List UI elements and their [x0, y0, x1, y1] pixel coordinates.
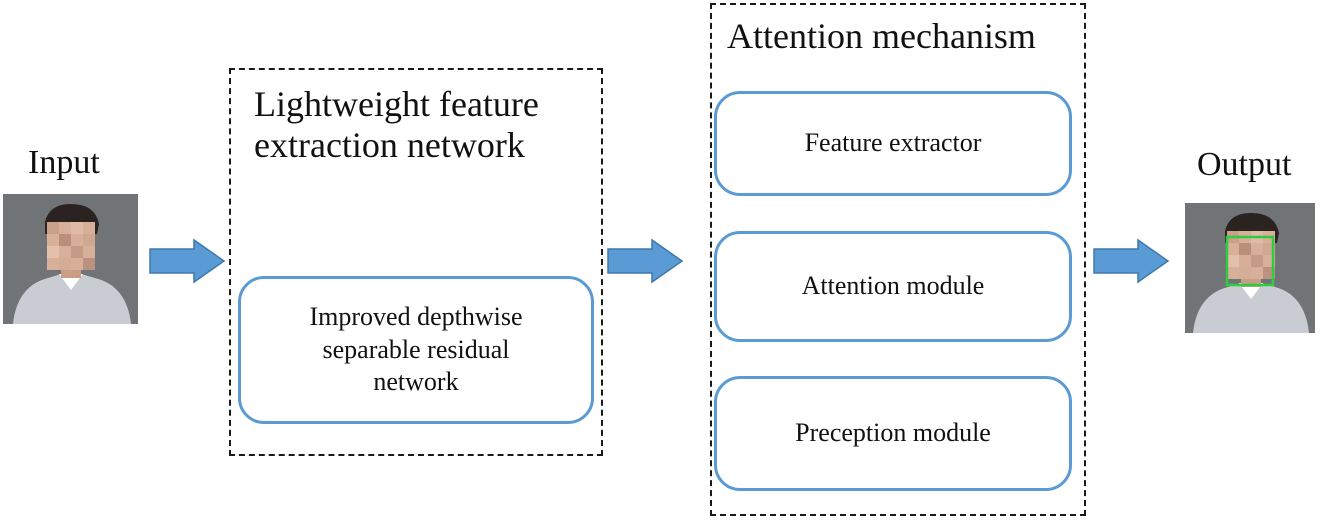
arrow-right-icon — [1092, 238, 1170, 284]
output-face-image — [1185, 203, 1315, 333]
attention-mechanism-title: Attention mechanism — [727, 16, 1036, 56]
input-label: Input — [28, 144, 100, 181]
attention-module: Attention module — [714, 231, 1072, 342]
arrow-right-icon — [148, 238, 226, 284]
feature-extraction-group — [229, 68, 603, 456]
feature-extractor-module: Feature extractor — [714, 91, 1072, 196]
feature-extraction-title: Lightweight feature extraction network — [254, 84, 539, 166]
arrow-right-icon — [606, 238, 684, 284]
attention-module-label: Attention module — [801, 271, 985, 301]
preception-module-label: Preception module — [795, 418, 991, 448]
attention-mechanism-group — [710, 3, 1086, 516]
input-face-image — [3, 194, 138, 324]
depthwise-residual-module: Improved depthwise separable residual ne… — [238, 276, 594, 424]
preception-module: Preception module — [714, 376, 1072, 491]
detection-box — [1225, 235, 1275, 287]
feature-extractor-label: Feature extractor — [804, 128, 982, 158]
output-label: Output — [1197, 146, 1292, 183]
depthwise-residual-module-label: Improved depthwise separable residual ne… — [309, 302, 523, 397]
